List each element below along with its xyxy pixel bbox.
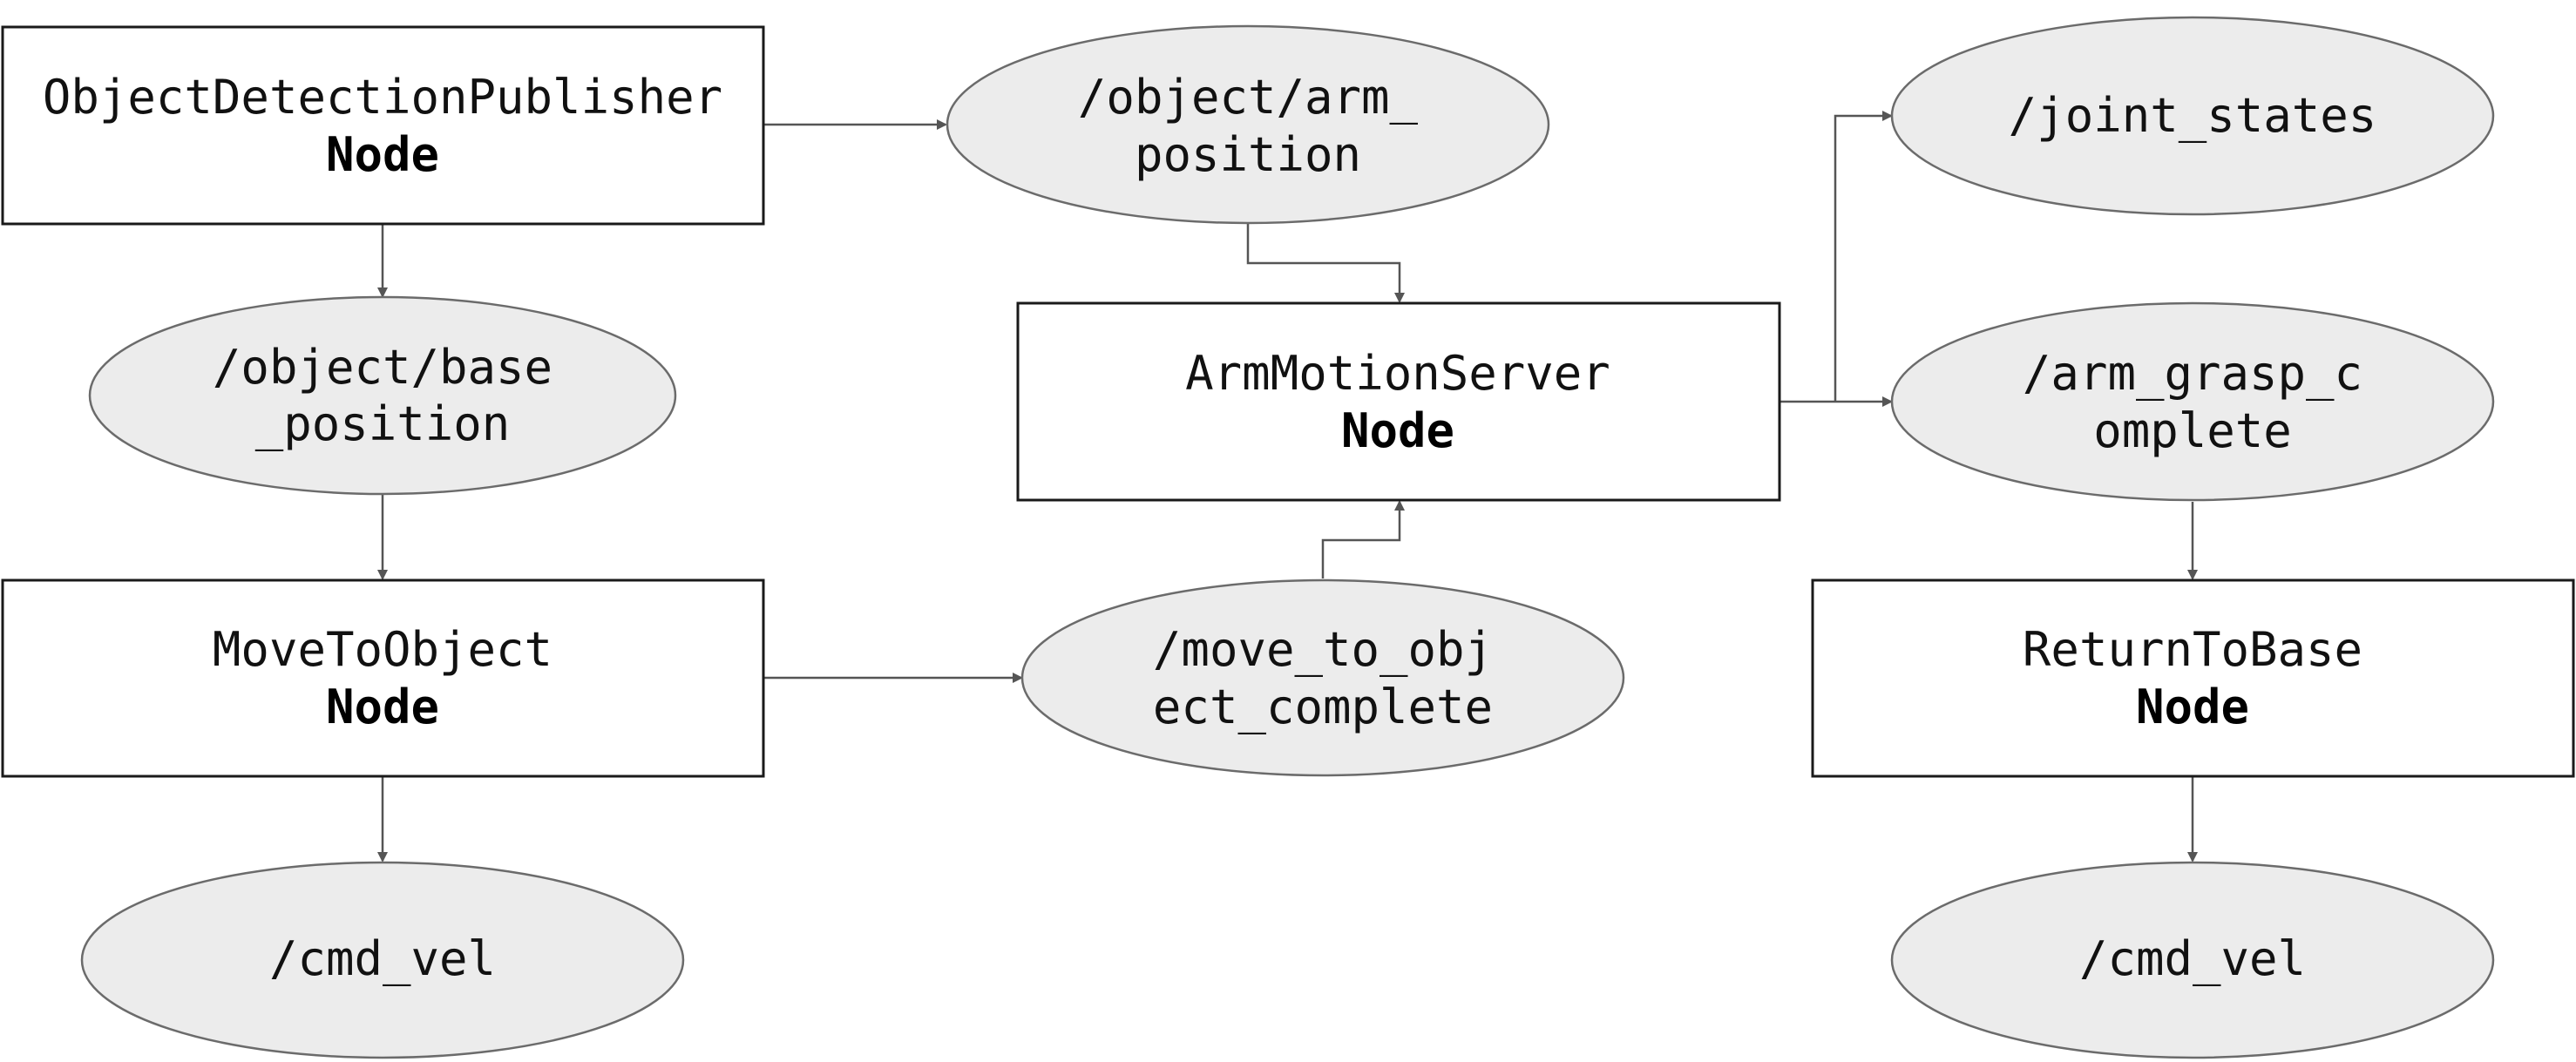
node-move-to-object: MoveToObject Node	[1, 578, 765, 778]
node-box	[1, 25, 765, 226]
node-return-to-base: ReturnToBase Node	[1811, 578, 2575, 778]
node-arm-motion-server: ArmMotionServer Node	[1016, 301, 1781, 502]
topic-cmd-vel-right: /cmd_vel	[1890, 861, 2495, 1059]
topic-ellipse	[1890, 861, 2495, 1059]
node-name: ObjectDetectionPublisher	[43, 70, 722, 125]
topic-joint-states: /joint_states	[1890, 16, 2495, 216]
edge-arm-motion-server-to-joint-states	[1834, 111, 1893, 402]
node-kind-label: Node	[326, 680, 439, 734]
topic-label: /cmd_vel	[269, 931, 496, 986]
topic-label-line-1: /object/base	[213, 340, 552, 395]
topic-label: /joint_states	[2009, 88, 2377, 143]
node-kind-label: Node	[1341, 403, 1454, 458]
topic-ellipse	[1890, 301, 2495, 502]
topic-arm-grasp-complete: /arm_grasp_c omplete	[1890, 301, 2495, 502]
node-object-detection-publisher: ObjectDetectionPublisher Node	[1, 25, 765, 226]
topic-ellipse	[946, 24, 1550, 225]
topic-object-arm-position: /object/arm_ position	[946, 24, 1550, 225]
edge-move-complete-to-arm-motion-server	[1321, 500, 1405, 578]
node-name: ArmMotionServer	[1185, 346, 1610, 401]
topic-move-to-object-complete: /move_to_obj ect_complete	[1020, 578, 1625, 777]
edge-arm-position-to-arm-motion-server	[1246, 222, 1405, 303]
topic-label-line-2: _position	[255, 396, 511, 451]
topic-object-base-position: /object/base _position	[88, 295, 677, 496]
topic-label-line-2: ect_complete	[1153, 680, 1493, 734]
topic-label-line-2: position	[1135, 127, 1361, 182]
node-name: ReturnToBase	[2023, 622, 2362, 677]
topic-ellipse	[88, 295, 677, 496]
node-box	[1016, 301, 1781, 502]
topic-ellipse	[80, 861, 685, 1059]
topic-ellipse	[1020, 578, 1625, 777]
node-name: MoveToObject	[213, 622, 552, 677]
topic-label-line-1: /arm_grasp_c	[2023, 346, 2362, 401]
topic-cmd-vel-left: /cmd_vel	[80, 861, 685, 1059]
topic-ellipse	[1890, 16, 2495, 216]
node-kind-label: Node	[2136, 680, 2249, 734]
edges	[377, 111, 2198, 862]
topic-label-line-1: /object/arm_	[1078, 70, 1419, 125]
topic-label: /cmd_vel	[2079, 931, 2306, 986]
node-kind-label: Node	[326, 127, 439, 182]
node-box	[1811, 578, 2575, 778]
topic-label-line-1: /move_to_obj	[1153, 622, 1493, 677]
node-box	[1, 578, 765, 778]
topic-label-line-2: omplete	[2093, 403, 2292, 458]
